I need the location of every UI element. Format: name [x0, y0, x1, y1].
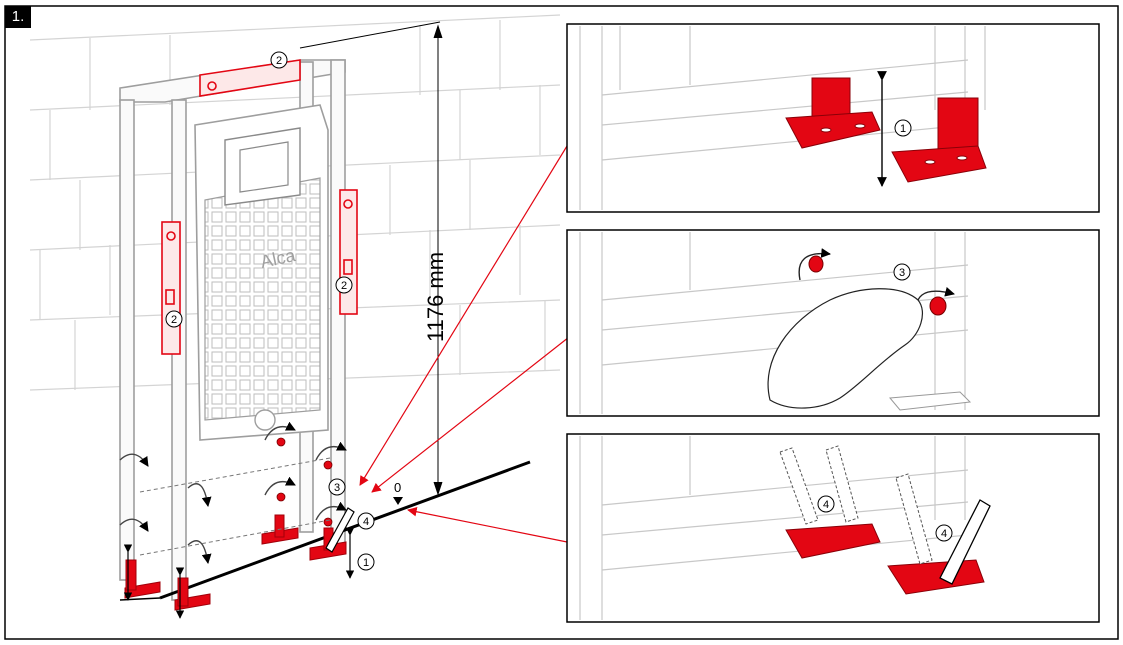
inset3-callout-4b: 4	[941, 528, 947, 540]
callout-2-right: 2	[341, 280, 347, 292]
height-dimension	[299, 21, 443, 496]
callout-2-top: 2	[276, 55, 282, 67]
brick-wall-background	[29, 14, 561, 391]
dimension-label: 1176 mm	[423, 252, 448, 342]
inset3-callout-4a: 4	[823, 499, 829, 511]
outer-frame	[4, 5, 1119, 640]
inset1-callout-1: 1	[900, 123, 906, 135]
pointer-lines	[359, 127, 583, 546]
adjuster-knobs	[276, 437, 333, 527]
spirit-level-top	[199, 59, 301, 97]
rotation-arrows	[119, 421, 347, 564]
hand-icon	[767, 288, 923, 409]
inset-panel-3: 4 4	[566, 433, 1100, 623]
callout-1-main: 1	[363, 557, 369, 569]
inset2-callout-3: 3	[899, 267, 905, 279]
main-callouts	[165, 51, 375, 571]
inset-panel-2: 3	[566, 229, 1100, 417]
callout-2-left: 2	[171, 314, 177, 326]
dashed-pencils	[779, 445, 933, 565]
cistern-panel: Alca	[204, 127, 321, 431]
vertical-adjust-arrows	[123, 527, 355, 619]
marking-pencil-icon	[939, 499, 991, 585]
spirit-level-right	[339, 189, 358, 315]
floor-line	[159, 460, 531, 600]
zero-mark-label: 0	[394, 480, 401, 495]
pencil-icon	[325, 507, 355, 553]
spirit-level-left	[161, 221, 181, 355]
zero-mark-arrow	[393, 497, 403, 505]
inset-panel-1: 1	[566, 23, 1100, 213]
adjuster-knobs-inset2	[808, 255, 947, 316]
step-number-badge: 1.	[5, 6, 31, 28]
callout-4-main: 4	[363, 516, 369, 528]
callout-3-main: 3	[334, 482, 340, 494]
